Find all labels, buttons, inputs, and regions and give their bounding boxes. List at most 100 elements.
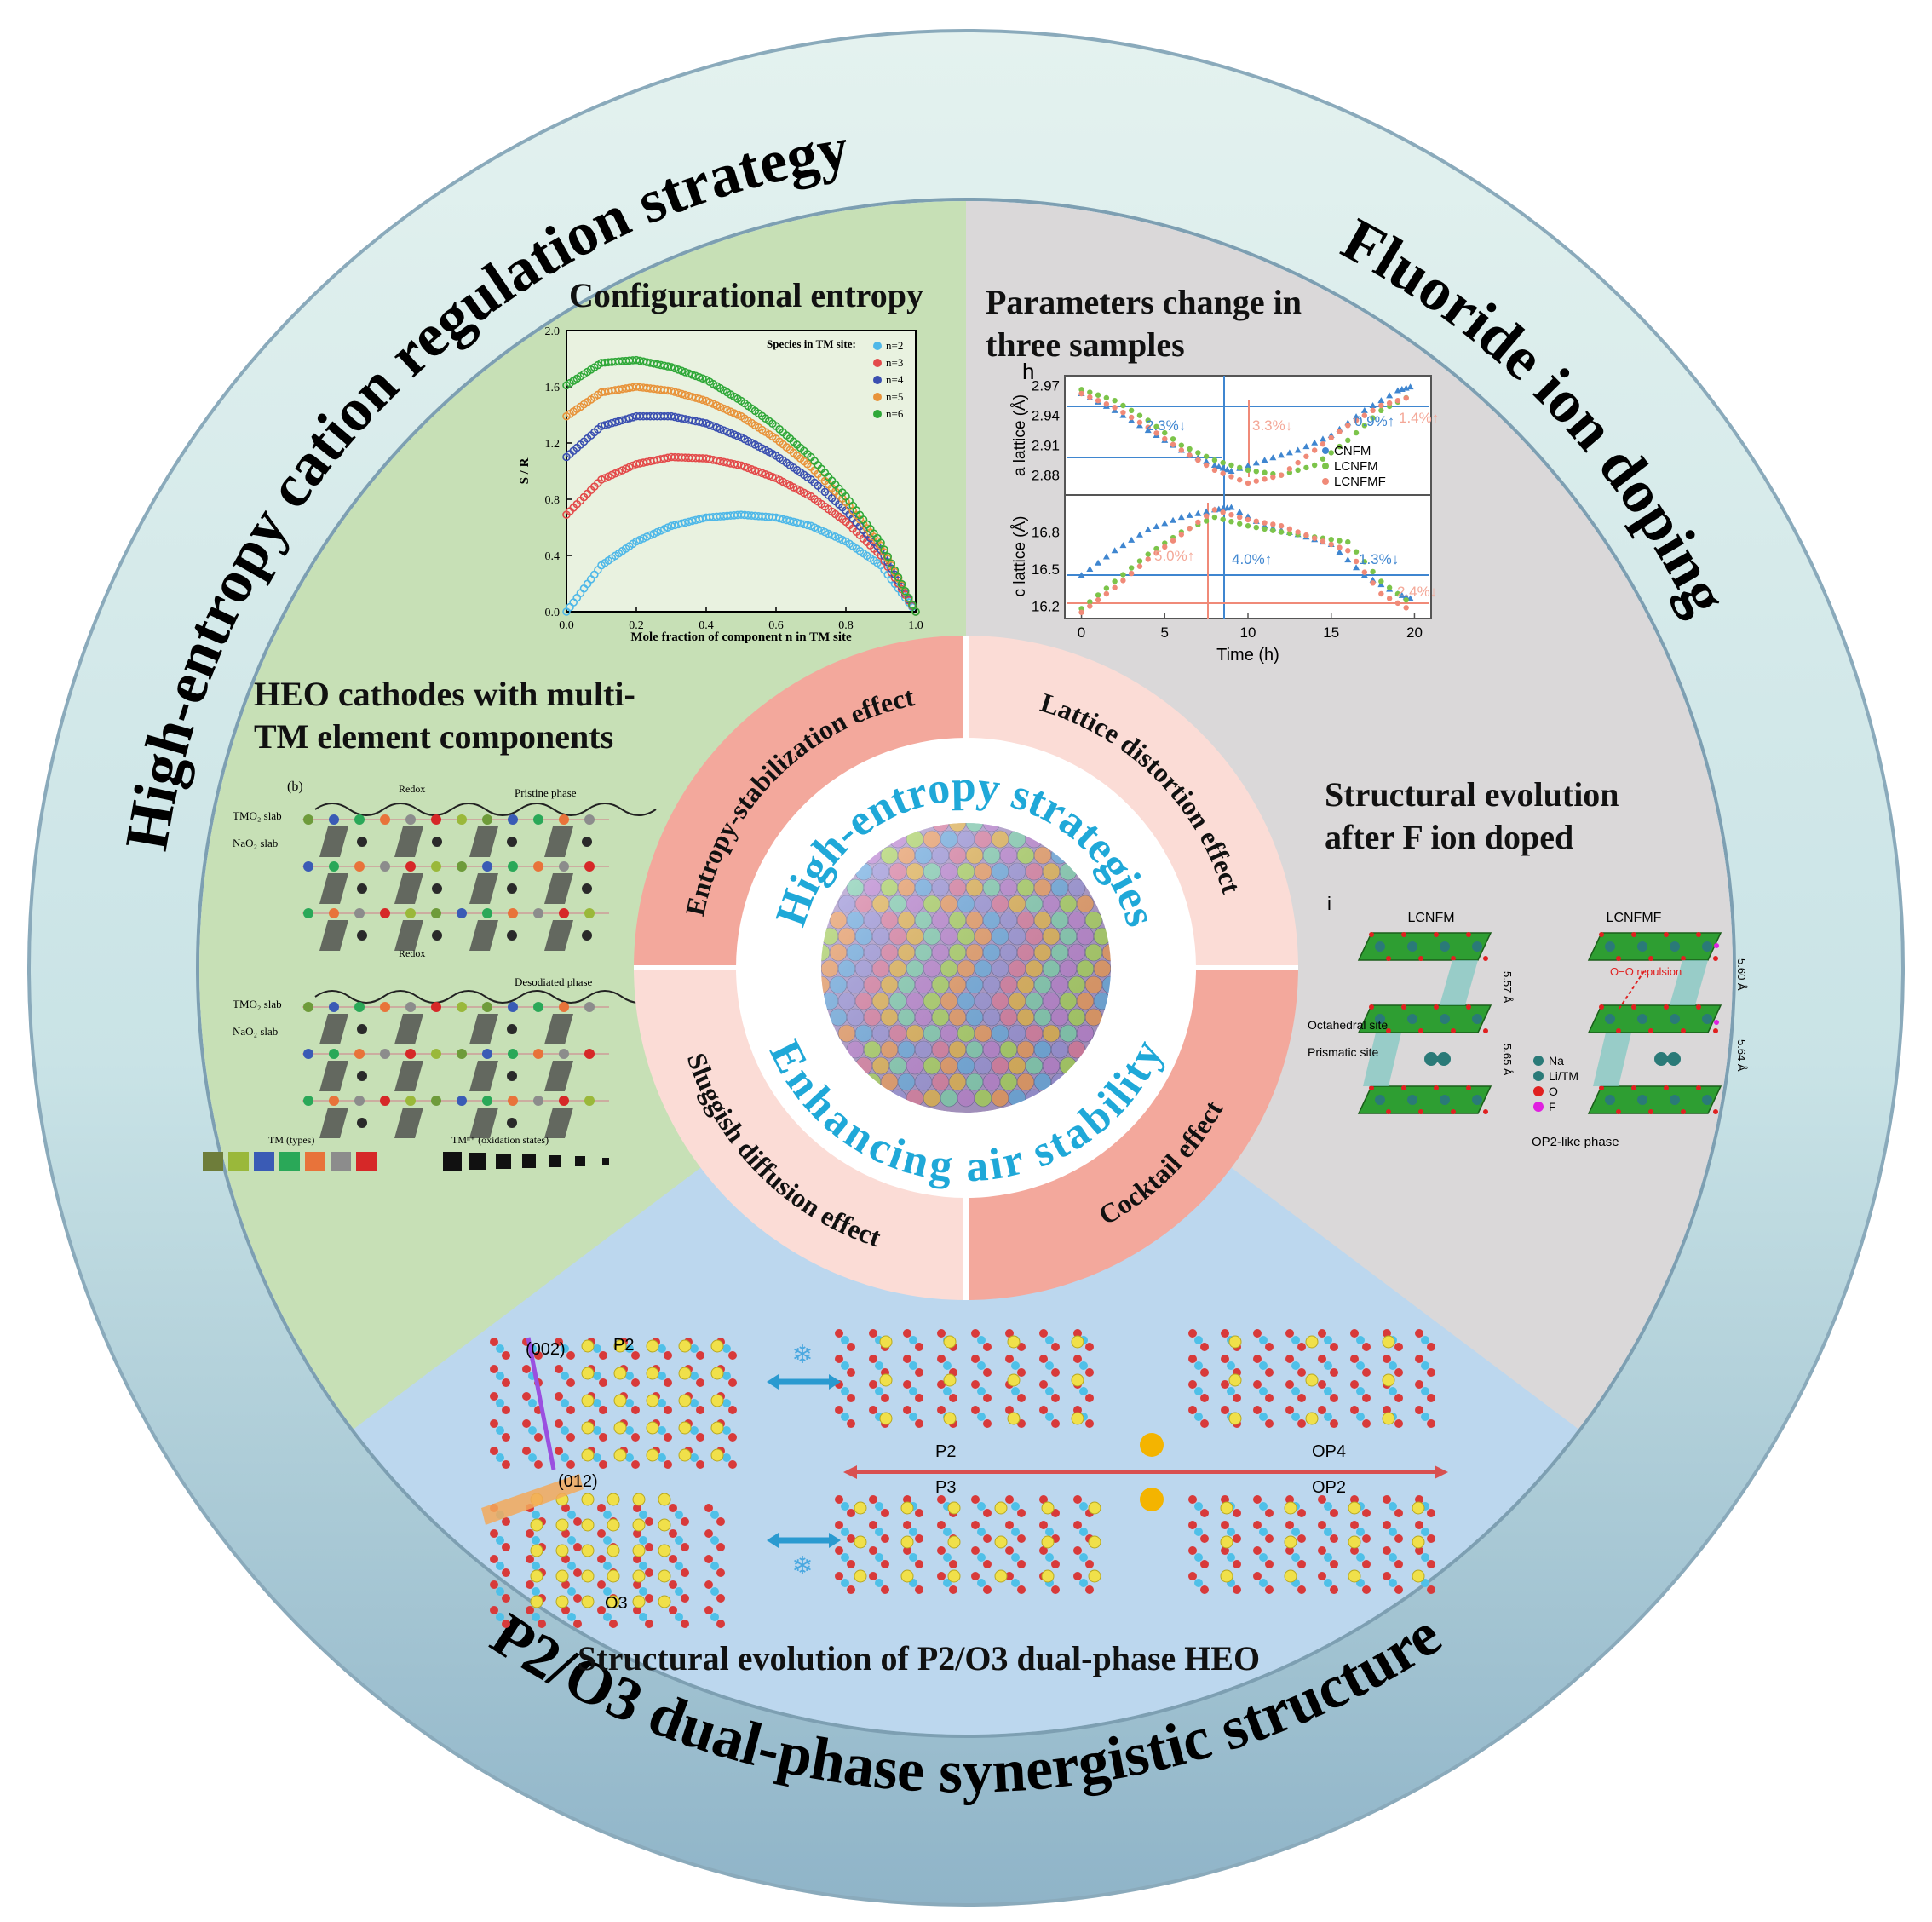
a-point-LCNFMF: [1386, 400, 1393, 406]
f-legend-marker: [1533, 1056, 1544, 1066]
tm-atom: [431, 814, 441, 825]
oxygen-atom: [1073, 1406, 1082, 1414]
tm-atom: [303, 908, 313, 918]
na-atom: [1412, 1569, 1425, 1583]
na-atom: [632, 1493, 646, 1506]
oxygen-atom: [681, 1543, 689, 1551]
na-atom: [432, 930, 442, 941]
tm-atom: [533, 814, 543, 825]
c-point-CNFM: [1144, 526, 1152, 532]
oxygen-atom: [983, 1394, 992, 1402]
oxygen-atom: [526, 1580, 534, 1589]
tm-atom: [658, 1372, 666, 1380]
tm-atom: [1421, 1336, 1429, 1344]
f-atom: [1714, 943, 1719, 948]
o-atom: [1434, 1085, 1439, 1090]
na-atom: [900, 1535, 914, 1549]
entropy-point-n=6: [897, 579, 906, 589]
li-tm-atom: [1637, 941, 1647, 952]
a-point-LCNFMF: [1286, 466, 1293, 472]
oxygen-atom: [1394, 1560, 1403, 1568]
na-atom: [1088, 1535, 1101, 1549]
li-tm-atom: [1407, 1014, 1417, 1024]
params-title-2: three samples: [986, 325, 1185, 364]
na-atom: [1382, 1412, 1395, 1425]
c-point-LCNFMF: [1136, 563, 1143, 569]
oxygen-atom: [490, 1419, 498, 1428]
oxygen-atom: [555, 1419, 563, 1428]
reversible-arrow-bottom: [767, 1533, 841, 1548]
oxygen-atom: [1017, 1534, 1026, 1543]
tm-atom: [380, 861, 390, 872]
na-atom: [710, 1394, 724, 1407]
o-atom: [1483, 1109, 1488, 1114]
entropy-point-n=3: [747, 465, 756, 474]
tm-atom: [496, 1613, 504, 1621]
oxygen-atom: [1362, 1419, 1371, 1428]
oxygen-atom: [1017, 1368, 1026, 1377]
na-atom: [555, 1518, 569, 1532]
oxygen-atom: [490, 1606, 498, 1614]
oxygen-atom: [631, 1406, 640, 1414]
oxygen-atom: [1253, 1546, 1262, 1555]
a-point-CNFM: [1252, 459, 1260, 466]
li-tm-atom: [1637, 1014, 1647, 1024]
a-point-LCNFMF: [1187, 452, 1193, 458]
oxygen-atom: [835, 1355, 843, 1363]
dist-4: 5.64 Å: [1735, 1039, 1748, 1072]
nao-prism: [544, 920, 573, 951]
tm-atom: [722, 1453, 731, 1462]
oxygen-atom: [937, 1495, 946, 1504]
oxygen-atom: [937, 1521, 946, 1529]
a-point-LCNFM: [1245, 467, 1251, 474]
li-tm-atom: [1605, 1095, 1615, 1105]
oxygen-atom: [1285, 1521, 1294, 1529]
oxygen-atom: [1265, 1534, 1274, 1543]
na-atom: [947, 1501, 961, 1515]
oxygen-atom: [1394, 1419, 1403, 1428]
c-point-LCNFMF: [1087, 603, 1093, 609]
entropy-legend-label: n=6: [886, 407, 904, 420]
oxygen-atom: [502, 1406, 510, 1414]
oxygen-atom: [847, 1343, 855, 1351]
tm-atom: [431, 861, 441, 872]
oxygen-atom: [983, 1343, 992, 1351]
tm-atom: [405, 1096, 416, 1106]
oxygen-atom: [631, 1351, 640, 1360]
oxygen-atom: [869, 1380, 877, 1389]
tm-atom: [909, 1528, 917, 1536]
config-entropy-title: Configurational entropy: [569, 276, 923, 314]
c-point-CNFM: [1170, 516, 1177, 523]
phase-arrow-right: [1435, 1465, 1448, 1479]
tm-atom: [675, 1536, 683, 1545]
oxygen-atom: [1188, 1355, 1197, 1363]
tm-atom: [1011, 1361, 1020, 1370]
prismatic-site: [1440, 960, 1478, 1005]
oxygen-atom: [502, 1568, 510, 1577]
panel-letter-b: (b): [287, 780, 303, 794]
na-atom: [530, 1569, 543, 1583]
c-point-LCNFMF: [1120, 578, 1126, 584]
oxygen-atom: [696, 1433, 704, 1442]
li-tm-atom: [1375, 941, 1385, 952]
oxygen-atom: [881, 1560, 889, 1568]
phase-arrow-left: [843, 1465, 857, 1479]
entropy-point-n=6: [905, 594, 913, 602]
oxygen-atom: [502, 1378, 510, 1387]
oxygen-atom: [502, 1517, 510, 1526]
oxygen-atom: [681, 1517, 689, 1526]
entropy-ytick-label: 1.6: [545, 382, 561, 394]
c-point-LCNFMF: [1345, 548, 1351, 554]
a-point-CNFM: [1219, 464, 1227, 471]
na-atom: [613, 1448, 627, 1462]
oxygen-atom: [716, 1543, 725, 1551]
tm-atom: [329, 1002, 339, 1012]
na-atom: [530, 1544, 543, 1557]
oxygen-atom: [1265, 1368, 1274, 1377]
oxygen-atom: [1085, 1343, 1094, 1351]
nao-prism: [544, 873, 573, 904]
tm-atom: [943, 1361, 952, 1370]
na-atom: [1305, 1373, 1319, 1387]
oxygen-atom: [1039, 1329, 1048, 1338]
